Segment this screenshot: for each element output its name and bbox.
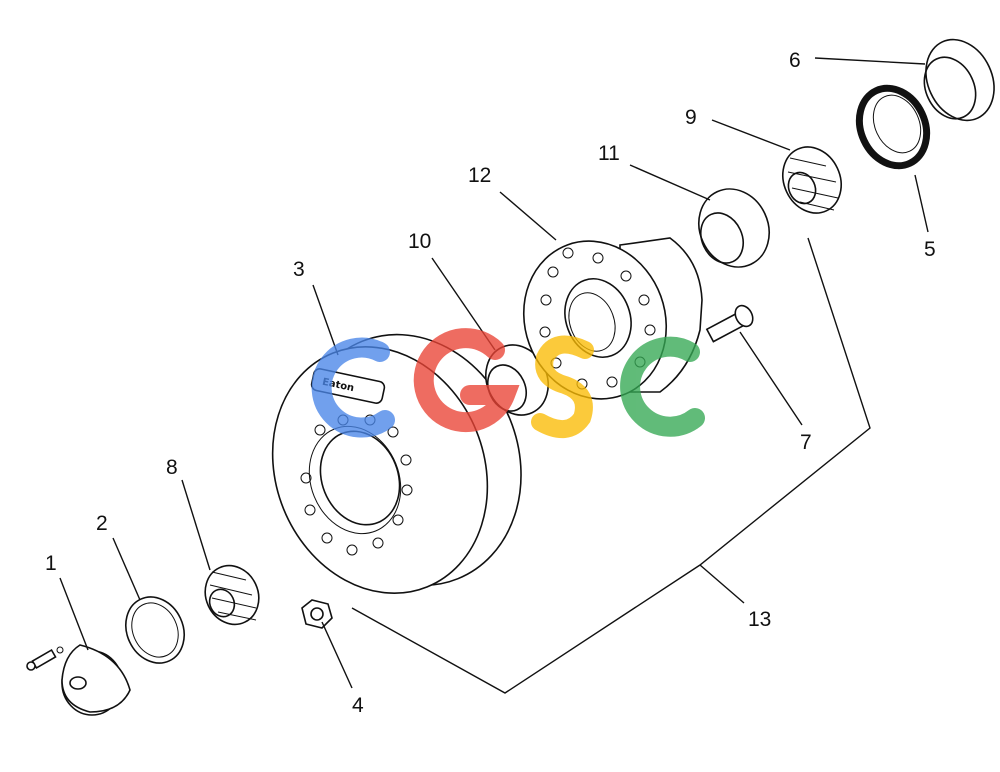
wheel-nut-part-4 bbox=[301, 599, 333, 629]
callout-1: 1 bbox=[45, 552, 57, 575]
oil-seal-part-5 bbox=[855, 84, 931, 170]
callout-13: 13 bbox=[748, 608, 771, 631]
watermark-letter-s-yellow bbox=[531, 335, 594, 438]
watermark-letter-c-blue bbox=[311, 337, 395, 438]
callout-6: 6 bbox=[789, 49, 801, 72]
watermark-letter-g-red bbox=[413, 328, 520, 433]
callout-11: 11 bbox=[598, 142, 620, 165]
cap-bolt bbox=[26, 648, 57, 671]
callout-10: 10 bbox=[408, 230, 431, 253]
hub-cap-part-1 bbox=[26, 644, 131, 716]
callout-12: 12 bbox=[468, 164, 491, 187]
leader-lines bbox=[59, 57, 929, 689]
callout-5: 5 bbox=[924, 238, 936, 261]
bearing-cone-part-8 bbox=[204, 564, 260, 626]
gasket-part-2 bbox=[125, 596, 185, 664]
callout-2: 2 bbox=[96, 512, 108, 535]
assembly-bracket-13 bbox=[351, 237, 871, 694]
callout-labels: 1 2 3 4 5 6 7 8 9 10 11 12 13 bbox=[45, 49, 936, 717]
watermark-letter-c-green bbox=[620, 336, 705, 437]
wheel-stud-part-7 bbox=[705, 304, 754, 343]
bearing-cup-part-11 bbox=[698, 188, 770, 268]
bearing-cone-part-9 bbox=[782, 146, 842, 214]
callout-8: 8 bbox=[166, 456, 178, 479]
callout-3: 3 bbox=[293, 258, 305, 281]
cgsc-watermark bbox=[311, 328, 705, 438]
callout-9: 9 bbox=[685, 106, 697, 129]
callout-4: 4 bbox=[352, 694, 364, 717]
callout-7: 7 bbox=[800, 431, 812, 454]
wear-ring-part-6 bbox=[923, 38, 995, 122]
